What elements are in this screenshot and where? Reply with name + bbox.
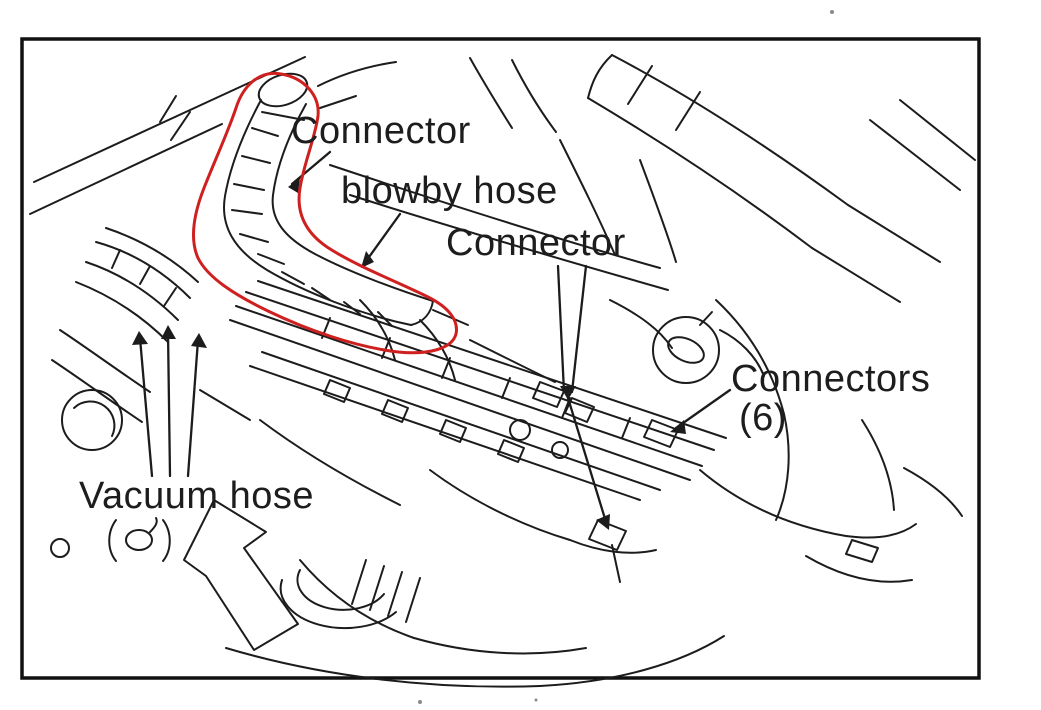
leader-lines xyxy=(138,150,732,524)
label-connector-middle: Connector xyxy=(446,222,626,264)
leader-vacuum-c xyxy=(186,338,200,478)
oil-cap xyxy=(652,311,720,384)
label-connector-top: Connector xyxy=(291,110,471,152)
big-arrow xyxy=(183,499,299,651)
valve-cover-art xyxy=(229,280,727,501)
leader-connector-middle-a xyxy=(556,264,566,394)
label-vacuum-hose: Vacuum hose xyxy=(79,475,315,517)
scan-specks xyxy=(418,10,834,704)
diagram-frame-border xyxy=(20,37,981,680)
label-connectors-6-word: Connectors xyxy=(731,358,931,400)
leader-connector-middle-b xyxy=(570,264,588,394)
leader-connectors-6 xyxy=(674,388,732,430)
leader-arrowheads xyxy=(132,178,686,530)
engine-art-strokes xyxy=(29,54,976,688)
center-connectors xyxy=(532,381,679,583)
red-highlight-outline xyxy=(192,71,458,355)
label-connectors-6-count: (6) xyxy=(739,397,787,439)
leader-connector-top xyxy=(290,150,332,186)
vacuum-hose-bundle xyxy=(75,227,199,343)
leader-blowby-hose xyxy=(362,212,402,266)
leader-vacuum-a xyxy=(138,336,154,478)
leader-connector-bottom xyxy=(566,396,608,524)
blowby-hose-drawing xyxy=(223,72,469,327)
label-blowby-hose: blowby hose xyxy=(341,170,558,212)
leader-vacuum-b xyxy=(166,330,172,478)
